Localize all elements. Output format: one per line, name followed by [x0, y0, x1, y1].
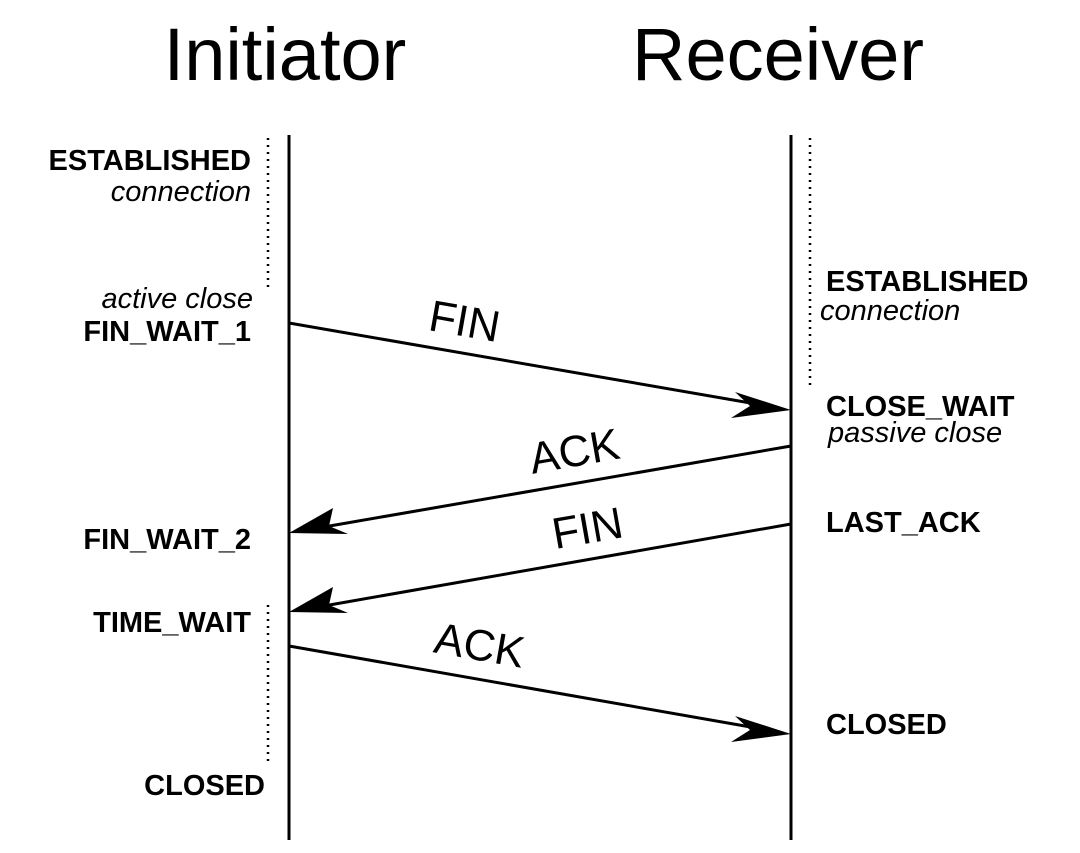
receiver-state-close-wait: CLOSE_WAIT [826, 391, 1015, 423]
receiver-state-closed: CLOSED [826, 709, 947, 741]
message-ack-2-label: ACK [431, 614, 529, 678]
message-ack-2-arrowhead [731, 716, 791, 742]
initiator-established-note: connection [111, 176, 251, 208]
receiver-title: Receiver [632, 13, 924, 96]
message-fin-1: FIN [288, 291, 791, 418]
receiver-state-established: ESTABLISHED [826, 266, 1028, 298]
initiator-state-established: ESTABLISHED [49, 145, 251, 177]
message-fin-1-arrowhead [731, 392, 791, 418]
receiver-passive-close-note: passive close [827, 417, 1002, 449]
message-ack-1-line [317, 444, 792, 530]
receiver-state-last-ack: LAST_ACK [826, 507, 981, 539]
message-fin-2-label: FIN [548, 498, 626, 559]
message-ack-1: ACK [289, 420, 792, 534]
message-fin-2-line [317, 522, 792, 609]
message-fin-1-label: FIN [425, 291, 503, 352]
message-fin-2-arrowhead [289, 587, 348, 613]
initiator-state-time-wait: TIME_WAIT [93, 607, 251, 639]
initiator-state-fin-wait-2: FIN_WAIT_2 [83, 524, 251, 556]
message-ack-1-arrowhead [289, 508, 348, 534]
message-ack-2: ACK [288, 614, 791, 742]
receiver-established-note: connection [820, 295, 960, 327]
message-fin-1-line [288, 321, 763, 407]
message-ack-2-line [288, 644, 763, 731]
initiator-state-closed: CLOSED [144, 770, 265, 802]
message-fin-2: FIN [289, 498, 792, 613]
message-ack-1-label: ACK [526, 420, 624, 484]
initiator-title: Initiator [164, 13, 407, 96]
initiator-active-close-note: active close [101, 283, 253, 315]
initiator-state-fin-wait-1: FIN_WAIT_1 [83, 316, 251, 348]
